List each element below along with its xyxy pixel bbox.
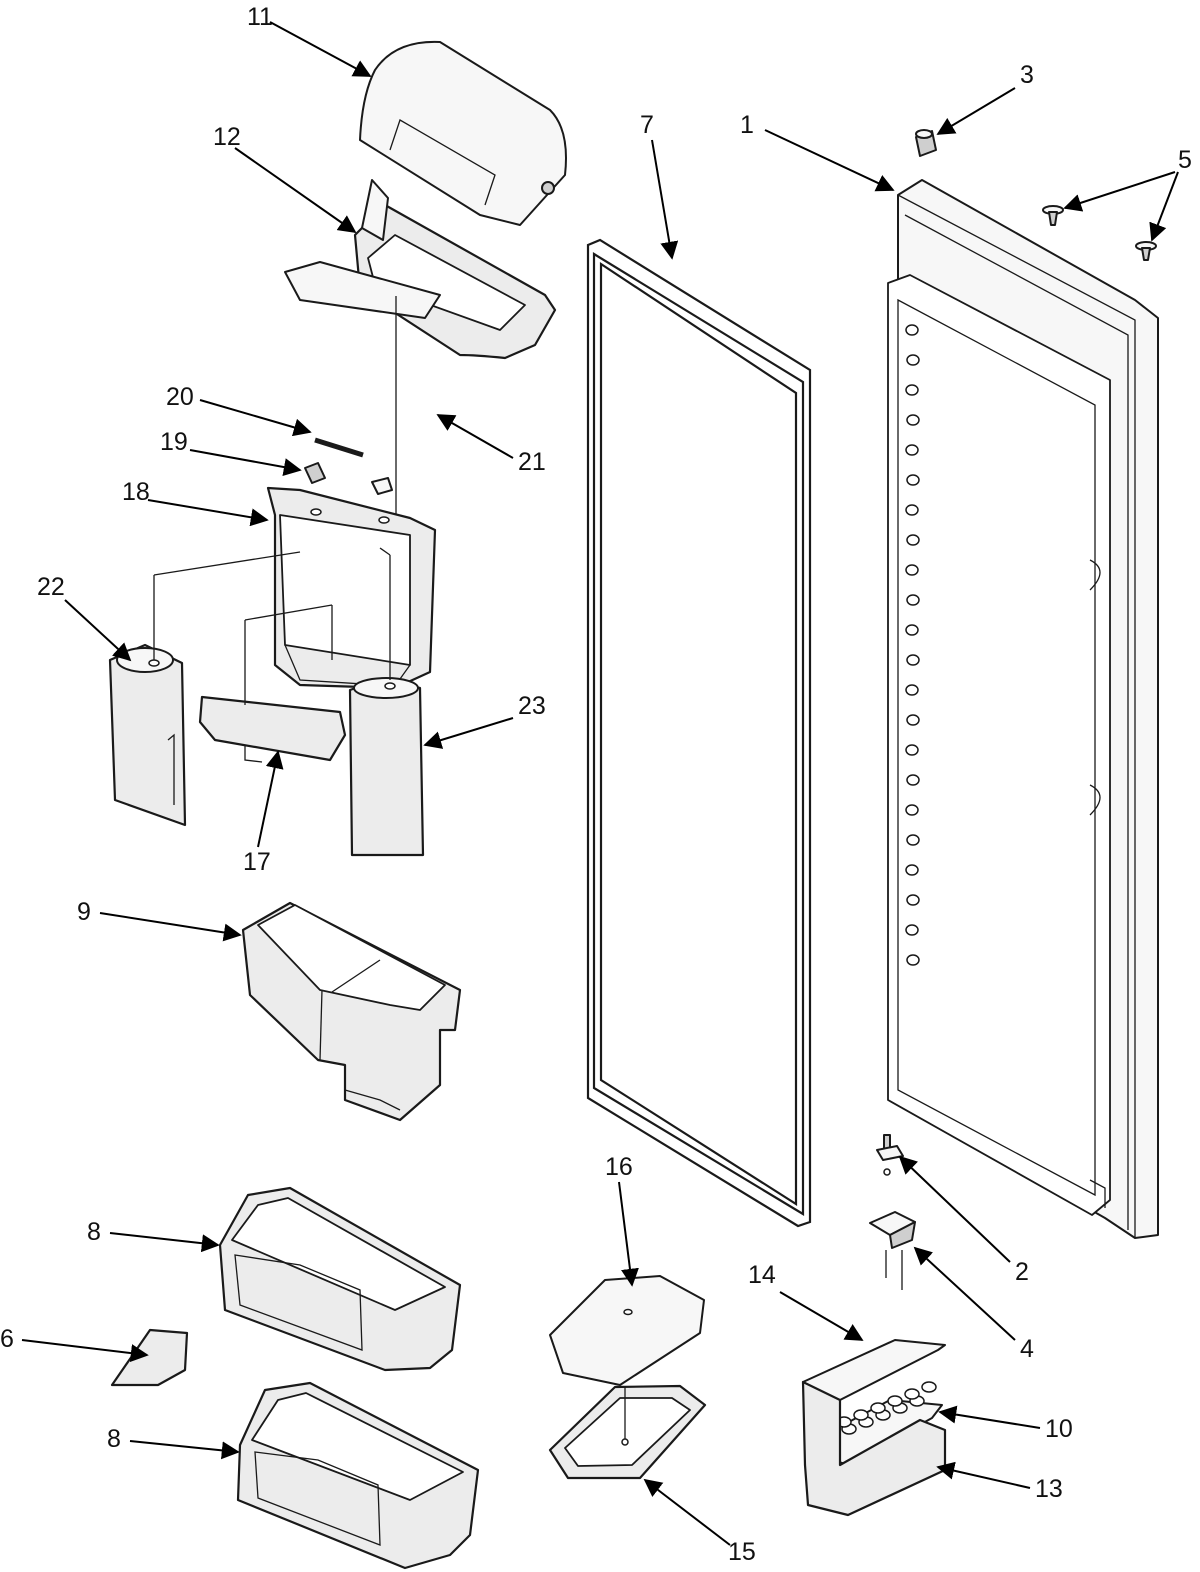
- svg-text:8: 8: [87, 1218, 101, 1246]
- bracket-clip-part: [110, 1328, 189, 1387]
- callout-5: 5: [1063, 146, 1192, 242]
- svg-text:18: 18: [122, 478, 150, 506]
- callout-10: 10: [938, 1405, 1073, 1443]
- dairy-bin-part: [353, 179, 557, 360]
- shelf-support-dimple: [905, 864, 919, 876]
- shelf-support-dimple: [905, 684, 919, 696]
- svg-text:14: 14: [748, 1261, 776, 1289]
- svg-text:23: 23: [518, 692, 546, 720]
- door-bin-upper-part: [218, 1186, 462, 1372]
- callout-7: 7: [640, 111, 679, 260]
- callout-15: 15: [643, 1478, 756, 1566]
- svg-text:11: 11: [247, 3, 273, 31]
- shelf-support-dimple: [905, 804, 919, 816]
- egg-cup: [904, 1388, 920, 1400]
- svg-text:8: 8: [107, 1425, 121, 1453]
- svg-text:17: 17: [243, 848, 271, 876]
- assembly-lines: [153, 296, 397, 705]
- callout-22: 22: [37, 573, 132, 662]
- callout-20: 20: [166, 383, 312, 437]
- dairy-door-part: [359, 40, 567, 226]
- svg-text:9: 9: [77, 898, 91, 926]
- callout-21: 21: [436, 414, 546, 476]
- callout-1: 1: [740, 111, 895, 192]
- svg-text:20: 20: [166, 383, 194, 411]
- svg-text:7: 7: [640, 111, 654, 139]
- svg-text:16: 16: [605, 1153, 633, 1181]
- egg-cup: [853, 1409, 869, 1421]
- door-assembly: [887, 179, 1159, 1239]
- shelf-support-dimple: [906, 654, 920, 666]
- shelf-support-dimple: [905, 624, 919, 636]
- callout-8-upper: 8: [87, 1218, 220, 1253]
- shelf-support-dimple: [906, 774, 920, 786]
- callout-12: 12: [213, 123, 357, 234]
- callout-18: 18: [122, 478, 269, 527]
- svg-text:15: 15: [728, 1538, 756, 1566]
- shelf-support-dimple: [906, 894, 920, 906]
- door-bin-supports: [905, 324, 920, 966]
- shelf-support-dimple: [905, 744, 919, 756]
- door-gasket: [586, 238, 812, 1228]
- callout-2: 2: [898, 1155, 1029, 1286]
- shelf-support-dimple: [905, 444, 919, 456]
- shelf-support-dimple: [906, 534, 920, 546]
- svg-text:1: 1: [740, 111, 754, 139]
- svg-text:4: 4: [1020, 1335, 1034, 1363]
- lid-part: [284, 261, 441, 319]
- butter-tray-part: [548, 1384, 707, 1480]
- hinge-pin-part: [876, 1134, 904, 1176]
- right-column-part: [348, 677, 425, 857]
- svg-text:22: 22: [37, 573, 65, 601]
- left-column-part: [108, 643, 187, 827]
- shelf-support-dimple: [905, 564, 919, 576]
- svg-text:5: 5: [1178, 146, 1192, 174]
- svg-text:12: 12: [213, 123, 241, 151]
- callout-19: 19: [160, 428, 302, 476]
- svg-text:3: 3: [1020, 61, 1034, 89]
- shelf-support-dimple: [906, 714, 920, 726]
- svg-text:2: 2: [1015, 1258, 1029, 1286]
- svg-text:10: 10: [1045, 1415, 1073, 1443]
- shelf-support-dimple: [905, 924, 919, 936]
- svg-text:21: 21: [518, 448, 546, 476]
- shelf-support-dimple: [906, 474, 920, 486]
- dispenser-housing-part: [266, 486, 437, 690]
- shelf-support-dimple: [906, 954, 920, 966]
- egg-cup: [921, 1381, 937, 1393]
- shelf-support-dimple: [906, 834, 920, 846]
- double-bin-part: [241, 901, 462, 1122]
- egg-cup: [887, 1395, 903, 1407]
- door-bin-lower-part: [236, 1381, 480, 1570]
- callout-9: 9: [77, 898, 242, 942]
- callout-6: 6: [0, 1325, 149, 1363]
- svg-text:13: 13: [1035, 1475, 1063, 1503]
- shelf-support-dimple: [906, 594, 920, 606]
- butter-cover-part: [549, 1275, 705, 1386]
- callout-14: 14: [748, 1261, 864, 1341]
- shelf-support-dimple: [905, 504, 919, 516]
- callout-16: 16: [605, 1153, 639, 1287]
- callout-4: 4: [913, 1246, 1034, 1363]
- egg-cup: [870, 1402, 886, 1414]
- hinge-cap-part: [915, 129, 937, 157]
- callout-11: 11: [247, 3, 372, 77]
- shelf-support-dimple: [906, 414, 920, 426]
- shelf-support-dimple: [905, 324, 919, 336]
- shelf-support-dimple: [906, 354, 920, 366]
- callout-13: 13: [936, 1461, 1063, 1503]
- svg-text:6: 6: [0, 1325, 14, 1353]
- plug-buttons-part: [1042, 205, 1157, 261]
- shelf-support-dimple: [905, 384, 919, 396]
- spring-rod-part: [304, 437, 393, 495]
- callout-23: 23: [423, 692, 546, 749]
- callout-3: 3: [936, 61, 1034, 135]
- egg-bin-part: [801, 1380, 947, 1517]
- callout-17: 17: [243, 750, 284, 876]
- bottom-hinge-part: [869, 1211, 916, 1290]
- svg-text:19: 19: [160, 428, 188, 456]
- flip-shelf-part: [198, 695, 347, 763]
- callout-8-lower: 8: [107, 1425, 240, 1460]
